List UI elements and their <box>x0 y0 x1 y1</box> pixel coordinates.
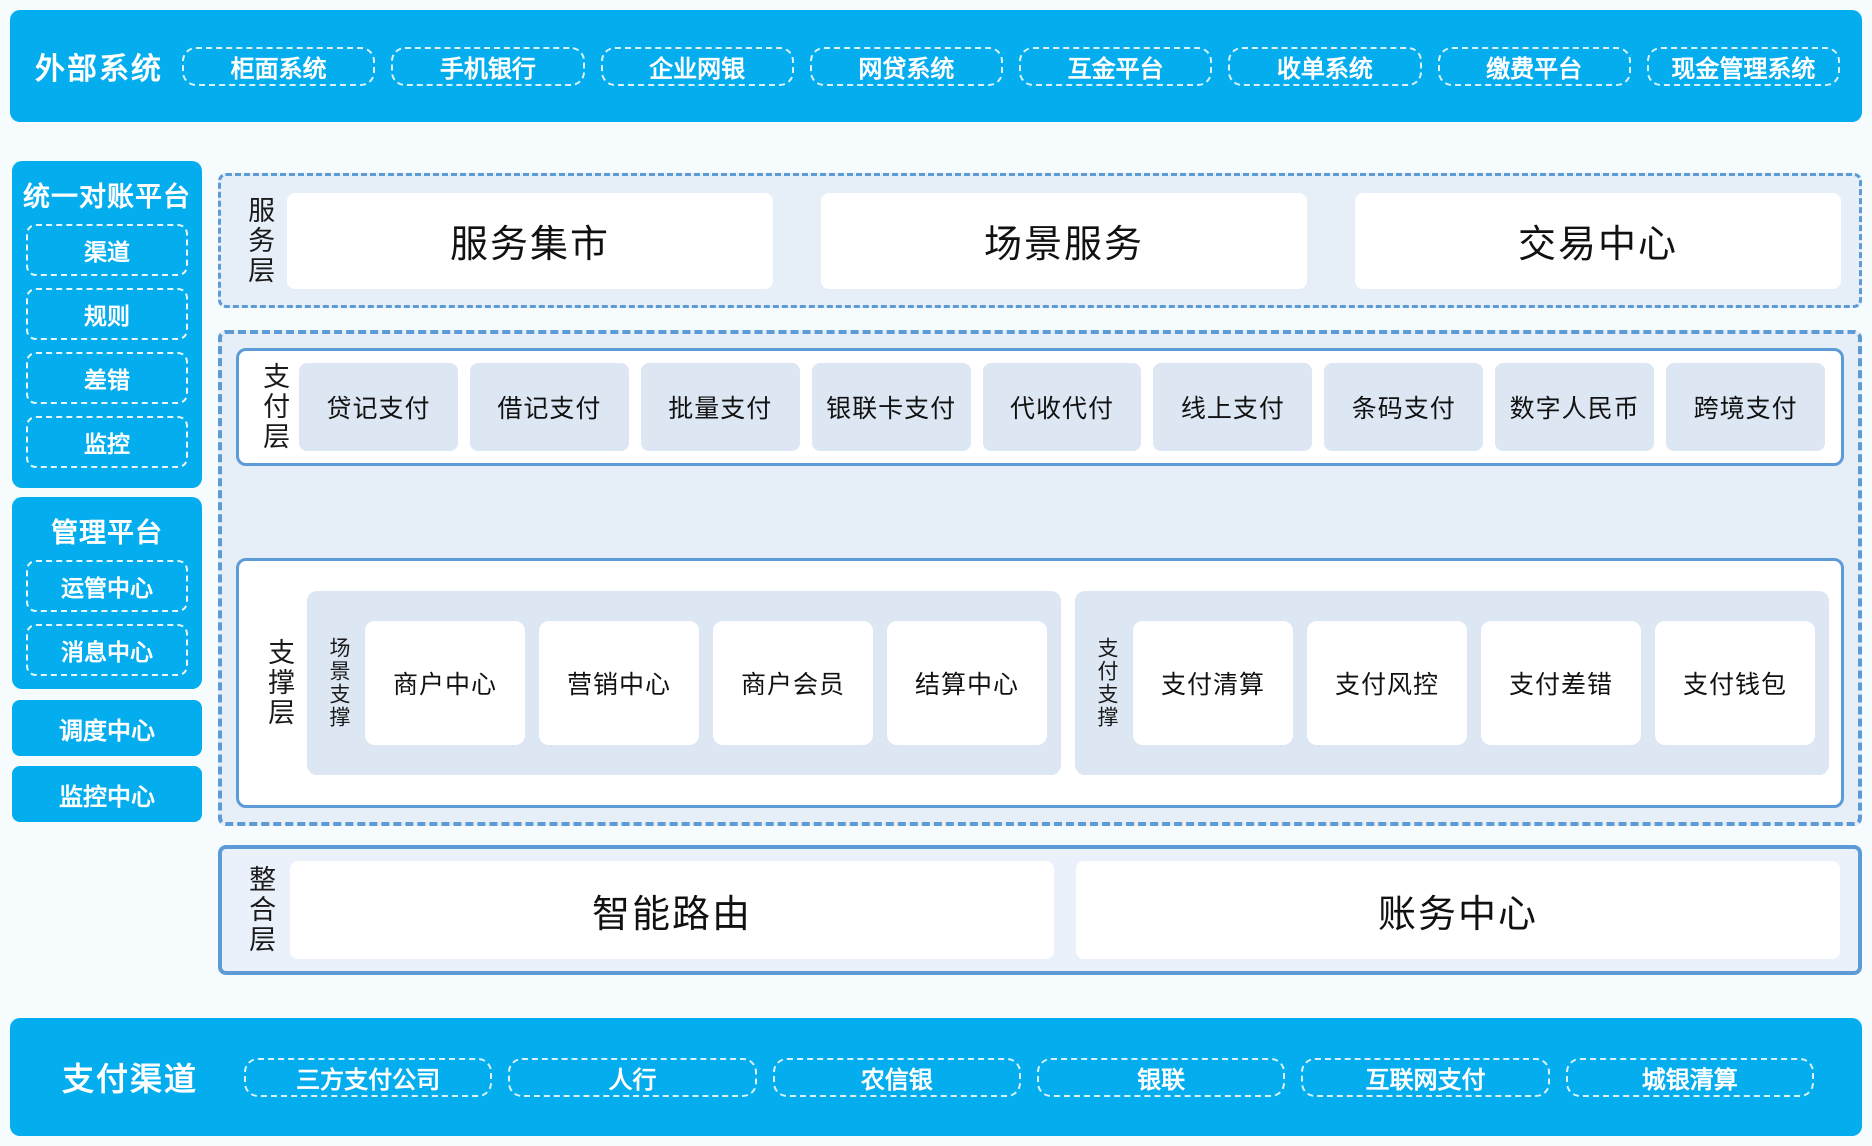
payment-tile-unionpay-card[interactable]: 银联卡支付 <box>811 363 971 451</box>
external-system-chip[interactable]: 手机银行 <box>391 46 585 86</box>
sidebar-item-monitoring-center[interactable]: 监控中心 <box>12 766 202 822</box>
sidebar-reconciliation-platform: 统一对账平台 渠道 规则 差错 监控 <box>12 161 202 488</box>
support-group-payment-label: 支付支撑 <box>1095 637 1119 729</box>
support-layer-row: 支撑层 场景支撑 商户中心 营销中心 商户会员 结算中心 支付支撑 <box>239 561 1841 805</box>
external-system-chip[interactable]: 企业网银 <box>600 46 794 86</box>
payment-channel-chip[interactable]: 城银清算 <box>1565 1057 1814 1097</box>
sidebar-item-message-center[interactable]: 消息中心 <box>26 624 188 676</box>
service-layer-panel: 服务层 服务集市 场景服务 交易中心 <box>218 173 1862 308</box>
payment-channel-chip[interactable]: 人行 <box>508 1057 757 1097</box>
service-layer-label: 服务层 <box>244 195 275 286</box>
support-tile-payment-wallet[interactable]: 支付钱包 <box>1655 621 1815 745</box>
payment-channels-band: 支付渠道 三方支付公司 人行 农信银 银联 互联网支付 城银清算 <box>10 1018 1862 1136</box>
service-card-marketplace[interactable]: 服务集市 <box>287 192 773 289</box>
sidebar-management-title: 管理平台 <box>51 518 163 548</box>
payment-tile-credit[interactable]: 贷记支付 <box>299 363 458 451</box>
integration-card-smart-routing[interactable]: 智能路由 <box>290 861 1054 959</box>
integration-card-accounting-center[interactable]: 账务中心 <box>1076 861 1840 959</box>
payment-channel-chip[interactable]: 三方支付公司 <box>244 1057 493 1097</box>
sidebar-item-monitor[interactable]: 监控 <box>26 416 188 468</box>
sidebar-item-error[interactable]: 差错 <box>26 352 188 404</box>
payment-tile-debit[interactable]: 借记支付 <box>469 363 629 451</box>
external-system-chip[interactable]: 现金管理系统 <box>1646 46 1840 86</box>
sidebar-item-rule[interactable]: 规则 <box>26 288 188 340</box>
integration-layer-panel: 整合层 智能路由 账务中心 <box>218 845 1862 975</box>
payment-tile-collection-payment[interactable]: 代收代付 <box>982 363 1142 451</box>
support-layer-label: 支撑层 <box>264 638 295 728</box>
payment-layer-box: 支付层 贷记支付 借记支付 批量支付 银联卡支付 代收代付 线上支付 条码支付 … <box>236 348 1844 466</box>
payment-tile-online[interactable]: 线上支付 <box>1153 363 1313 451</box>
payment-layer-row: 支付层 贷记支付 借记支付 批量支付 银联卡支付 代收代付 线上支付 条码支付 … <box>239 351 1841 463</box>
integration-layer-label: 整合层 <box>245 865 276 955</box>
support-group-scenario-label: 场景支撑 <box>327 637 351 729</box>
external-system-chip[interactable]: 网贷系统 <box>809 46 1003 86</box>
payment-tile-barcode[interactable]: 条码支付 <box>1324 363 1484 451</box>
sidebar-reconciliation-title: 统一对账平台 <box>23 182 191 212</box>
support-tile-payment-clearing[interactable]: 支付清算 <box>1133 621 1293 745</box>
external-system-chip[interactable]: 收单系统 <box>1228 46 1422 86</box>
payment-channels-title: 支付渠道 <box>61 1061 198 1097</box>
support-tile-payment-riskcontrol[interactable]: 支付风控 <box>1307 621 1467 745</box>
support-group-scenario: 场景支撑 商户中心 营销中心 商户会员 结算中心 <box>307 591 1061 775</box>
payment-tile-digital-rmb[interactable]: 数字人民币 <box>1495 363 1655 451</box>
payment-tile-cross-border[interactable]: 跨境支付 <box>1666 363 1826 451</box>
external-systems-band: 外部系统 柜面系统 手机银行 企业网银 网贷系统 互金平台 收单系统 缴费平台 … <box>10 10 1862 122</box>
service-card-transaction-center[interactable]: 交易中心 <box>1355 192 1841 289</box>
payment-tile-batch[interactable]: 批量支付 <box>640 363 800 451</box>
service-layer-row: 服务层 服务集市 场景服务 交易中心 <box>221 176 1859 305</box>
sidebar-management-platform: 管理平台 运管中心 消息中心 <box>12 497 202 689</box>
sidebar-item-scheduling-center[interactable]: 调度中心 <box>12 700 202 756</box>
external-systems-title: 外部系统 <box>35 53 163 86</box>
support-tile-settlement-center[interactable]: 结算中心 <box>887 621 1047 745</box>
payment-channel-chip[interactable]: 银联 <box>1036 1057 1286 1097</box>
payment-channel-chip[interactable]: 互联网支付 <box>1301 1057 1550 1097</box>
support-layer-box: 支撑层 场景支撑 商户中心 营销中心 商户会员 结算中心 支付支撑 <box>236 558 1844 808</box>
support-tile-marketing-center[interactable]: 营销中心 <box>539 621 699 745</box>
support-tile-merchant-member[interactable]: 商户会员 <box>713 621 873 745</box>
sidebar-item-channel[interactable]: 渠道 <box>26 224 188 276</box>
service-card-scenario-service[interactable]: 场景服务 <box>821 192 1307 289</box>
sidebar-item-operations-center[interactable]: 运管中心 <box>26 560 188 612</box>
external-system-chip[interactable]: 缴费平台 <box>1437 46 1631 86</box>
external-system-chip[interactable]: 互金平台 <box>1019 46 1213 86</box>
support-group-payment: 支付支撑 支付清算 支付风控 支付差错 支付钱包 <box>1075 591 1829 775</box>
external-system-chip[interactable]: 柜面系统 <box>182 46 376 86</box>
support-tile-merchant-center[interactable]: 商户中心 <box>365 621 525 745</box>
payment-channel-chip[interactable]: 农信银 <box>772 1057 1021 1097</box>
support-tile-payment-error[interactable]: 支付差错 <box>1481 621 1641 745</box>
payment-layer-label: 支付层 <box>259 362 290 452</box>
